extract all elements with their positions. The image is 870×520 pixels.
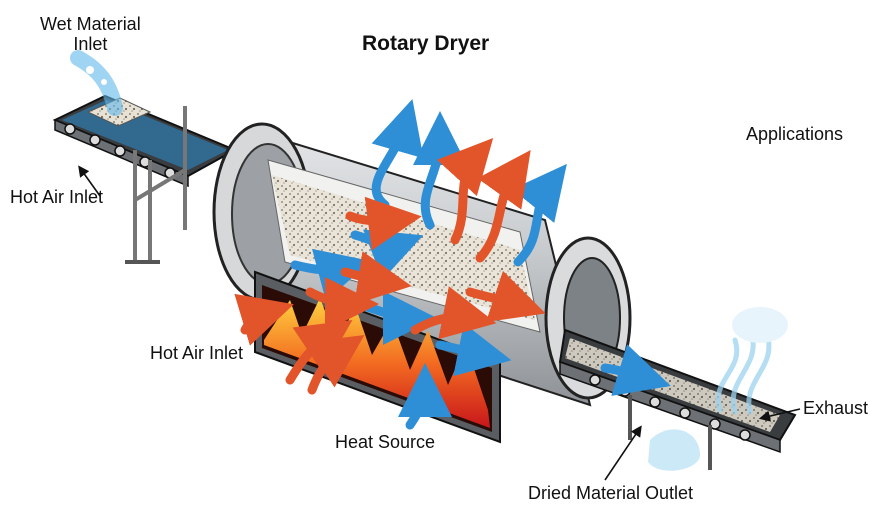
diagram-title: Rotary Dryer [362, 32, 490, 55]
label-exhaust: Exhaust [803, 398, 869, 418]
label-heat-source: Heat Source [335, 432, 436, 452]
label-dried-material-outlet: Dried Material Outlet [528, 483, 694, 503]
label-hot-air-inlet-bottom: Hot Air Inlet [150, 343, 244, 363]
cool-air-arrows [290, 99, 671, 430]
inlet-conveyor [52, 94, 238, 264]
wet-material-stream [70, 50, 123, 116]
label-applications: Applications [746, 124, 844, 144]
outlet-conveyor [558, 328, 797, 471]
label-wet-material-inlet: Wet Material Inlet [40, 14, 141, 54]
label-hot-air-inlet-top: Hot Air Inlet [10, 187, 104, 207]
exhaust-plume [715, 307, 788, 415]
hot-air-arrows [234, 138, 546, 395]
leader-lines [78, 165, 801, 481]
